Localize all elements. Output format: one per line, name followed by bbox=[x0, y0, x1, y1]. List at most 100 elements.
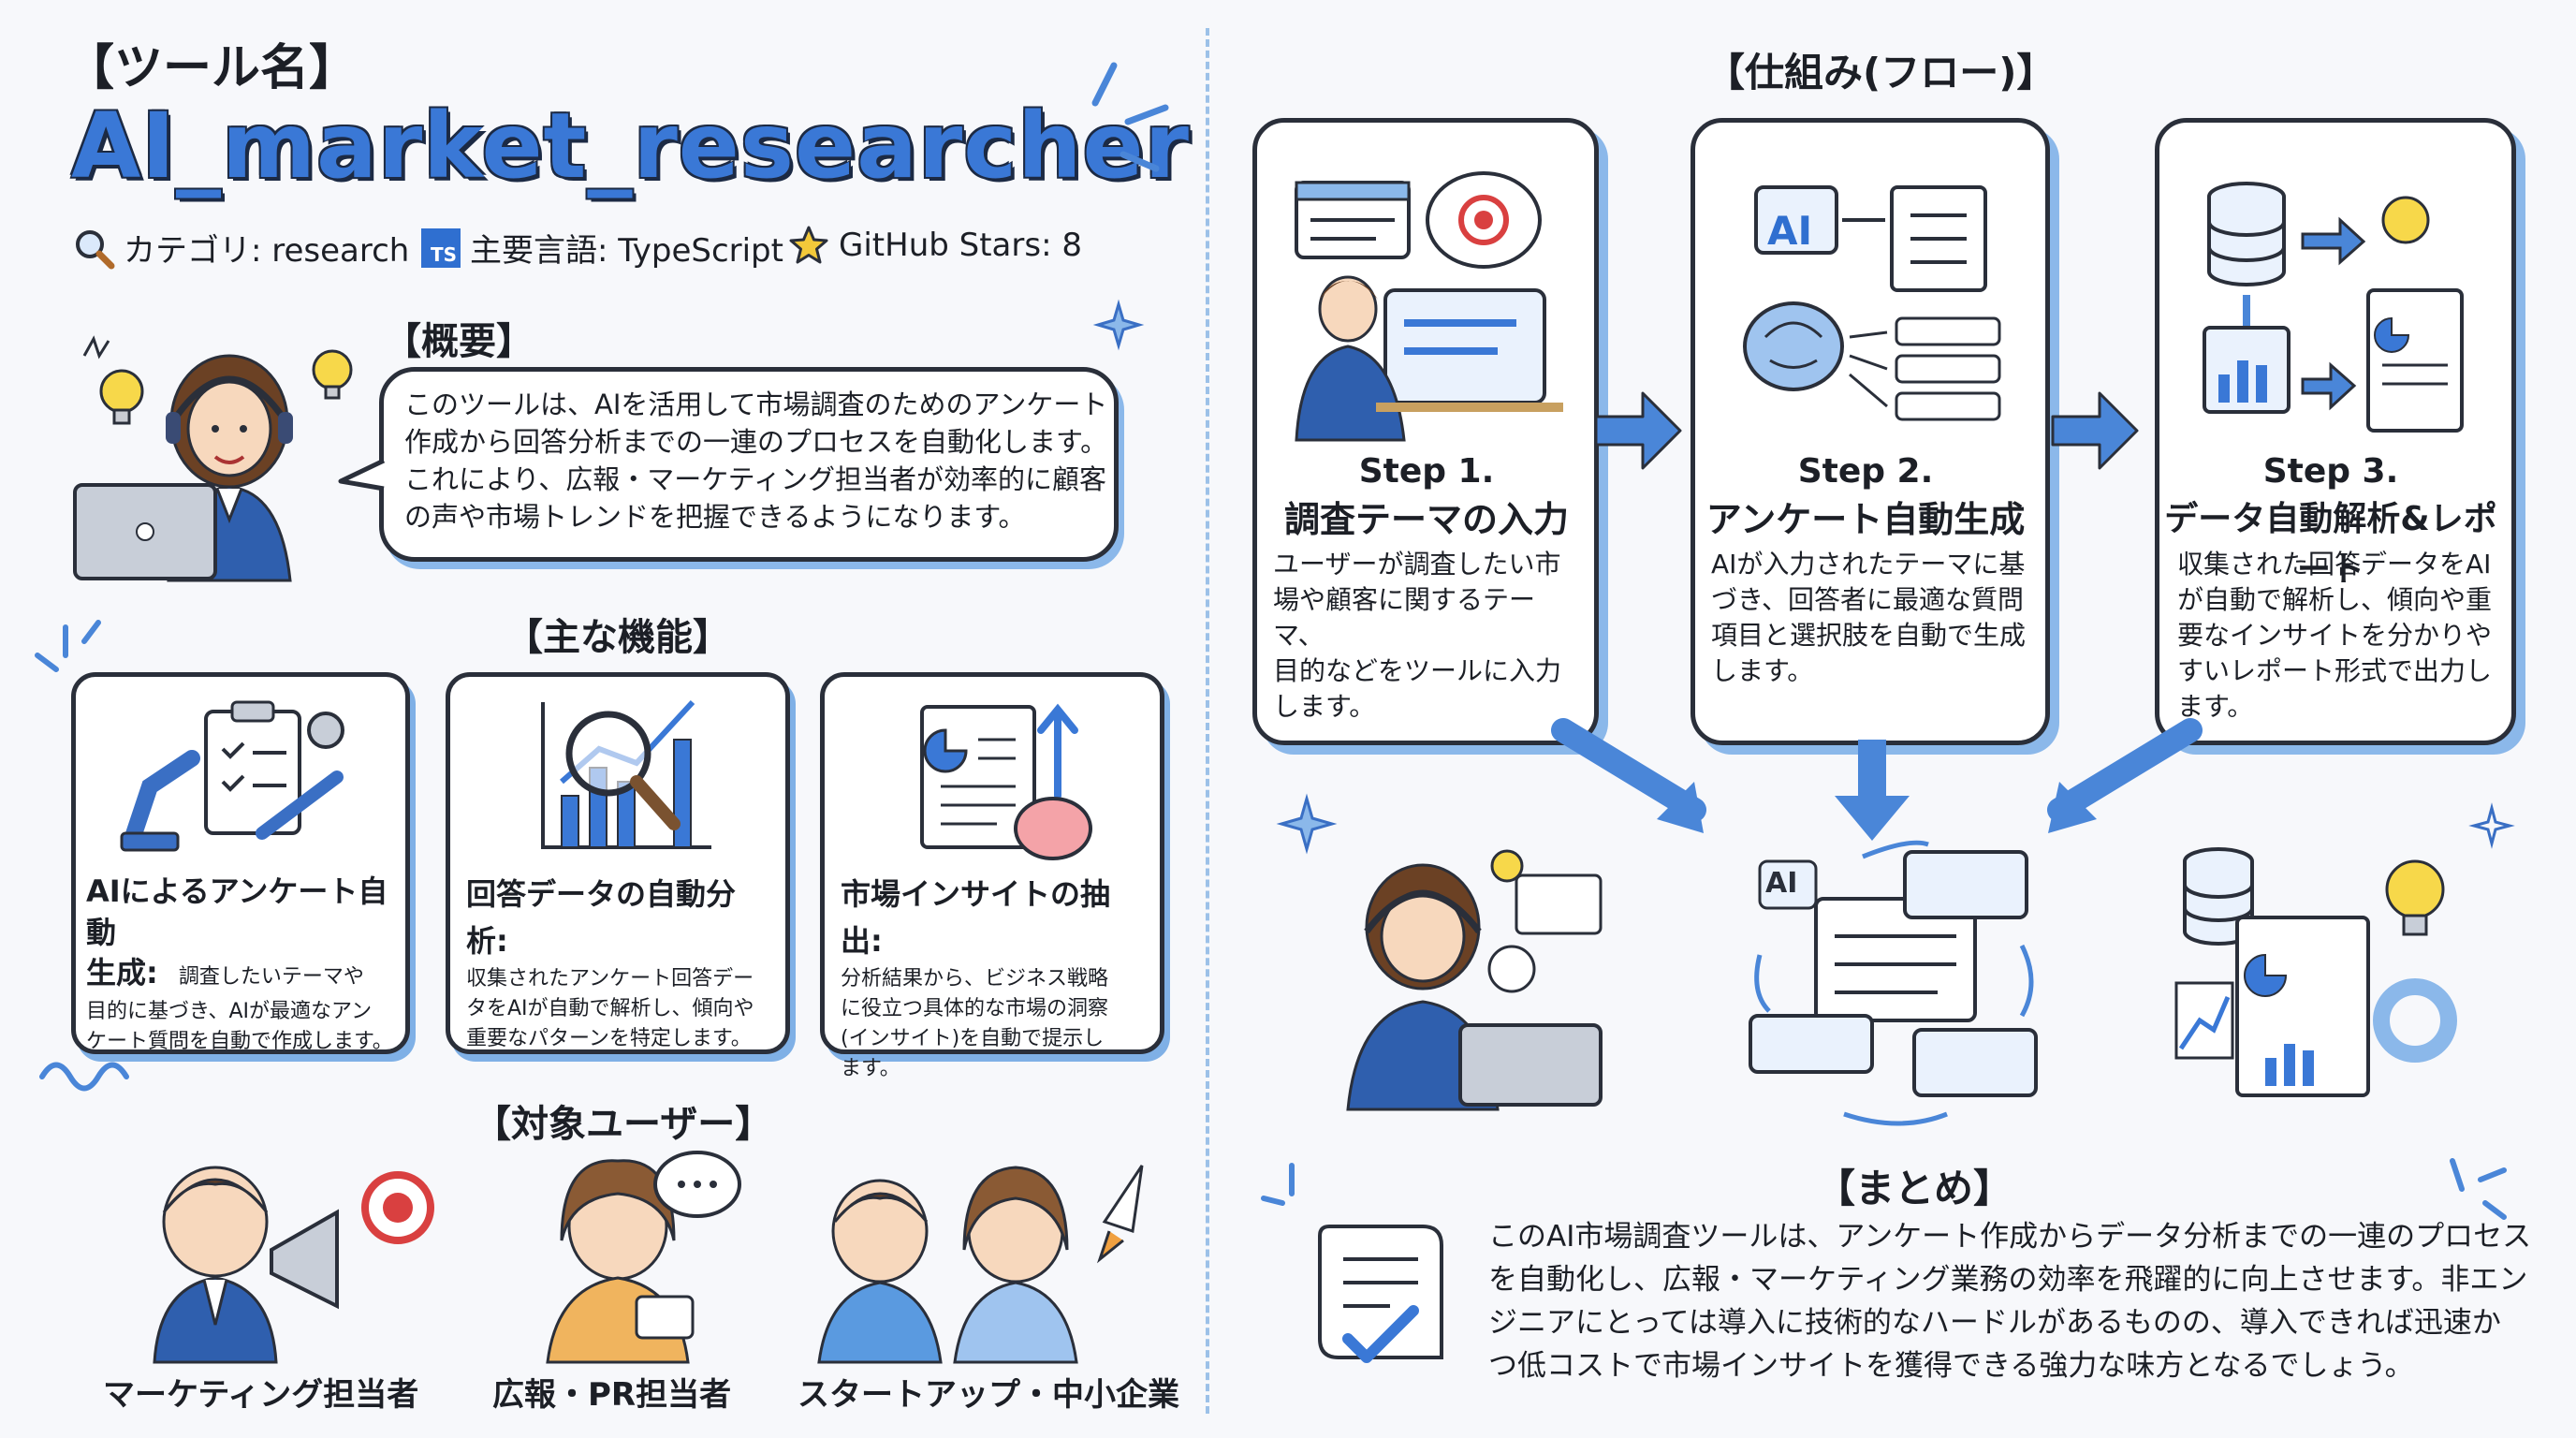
meta-language-text: 主要言語: TypeScript bbox=[470, 232, 783, 270]
step-label: Step 2. bbox=[1797, 452, 1934, 491]
step-card-2 bbox=[1690, 118, 2050, 745]
sparkle-star-icon bbox=[1276, 793, 1338, 855]
feature-desc-line: 目的に基づき、AIが最適なアン bbox=[86, 1000, 373, 1023]
meta-category-text: カテゴリ: research bbox=[124, 232, 410, 270]
feature-title-line: 市場インサイトの抽出: bbox=[841, 876, 1111, 959]
feature-desc-line: に役立つ具体的な市場の洞察 bbox=[841, 997, 1109, 1020]
step-title: データ自動解析&レポート bbox=[2164, 500, 2497, 589]
step2-illustration bbox=[1743, 185, 2001, 421]
step-desc-line: 目的などをツールに入力 bbox=[1273, 655, 1562, 686]
meta-stars-text: GitHub Stars: 8 bbox=[839, 227, 1082, 264]
overview-bubble bbox=[379, 367, 1119, 562]
arrow-right-icon bbox=[2051, 391, 2139, 470]
step-desc-line: 場や顧客に関するテーマ、 bbox=[1273, 584, 1536, 651]
feature-title-line: 回答データの自動分析: bbox=[466, 876, 737, 959]
document-check-icon bbox=[1318, 1225, 1443, 1363]
summary-heading: 【まとめ】 bbox=[1816, 1166, 2013, 1211]
section-divider bbox=[1206, 28, 1209, 1414]
step-desc-line: すいレポート形式で出力し bbox=[2177, 655, 2493, 686]
sparkle-star-icon bbox=[1092, 299, 1145, 351]
step-desc-line: 収集された回答データをAI bbox=[2177, 549, 2492, 580]
accent-lines-icon bbox=[35, 620, 101, 672]
bubble-tail bbox=[338, 458, 386, 492]
operator-illustration bbox=[73, 335, 353, 582]
feature-card-insight bbox=[820, 672, 1164, 1054]
overview-line: の声や市場トレンドを把握できるようになります。 bbox=[404, 501, 1026, 533]
step-desc-line: します。 bbox=[1711, 655, 1814, 686]
feature-desc-line: 重要なパターンを特定します。 bbox=[466, 1027, 752, 1050]
feature-analysis-text: 回答データの自動分析: 収集されたアンケート回答デー タをAIが自動で解析し、傾… bbox=[466, 871, 775, 1054]
tool-name-title: AI_market_researcher bbox=[71, 94, 1190, 198]
overview-text: このツールは、AIを活用して市場調査のためのアンケート 作成から回答分析までの一… bbox=[404, 386, 1107, 536]
features-heading: 【主な機能】 bbox=[505, 616, 730, 659]
summary-line: つ低コストで市場インサイトを獲得できる強力な味方となるでしょう。 bbox=[1488, 1349, 2414, 1383]
marketing-person-illustration bbox=[153, 1166, 434, 1364]
target-users-heading: 【対象ユーザー】 bbox=[474, 1103, 773, 1146]
tool-name-label: 【ツール名】 bbox=[66, 40, 359, 96]
step3-illustration bbox=[2203, 182, 2464, 433]
meta-category: カテゴリ: research bbox=[73, 225, 409, 271]
lightbulb-icon-right bbox=[312, 349, 353, 400]
arrow-right-icon bbox=[1594, 391, 1682, 470]
pr-person-illustration bbox=[546, 1151, 741, 1364]
accent-lines-icon bbox=[2450, 1158, 2507, 1220]
report-brain-icon bbox=[920, 703, 1092, 860]
feature-desc-line: ます。 bbox=[841, 1057, 900, 1080]
summary-line: このAI市場調査ツールは、アンケート作成からデータ分析までの一連のプロセス bbox=[1488, 1220, 2532, 1254]
sparkle-lines-icon bbox=[1091, 62, 1169, 172]
step1-desc: ユーザーが調査したい市 場や顧客に関するテーマ、 目的などをツールに入力 します… bbox=[1273, 547, 1582, 725]
step-desc-line: づき、回答者に最適な質問 bbox=[1711, 584, 2025, 615]
feature-desc-line: (インサイト)を自動で提示し bbox=[841, 1027, 1105, 1050]
step3-desc: 収集された回答データをAI が自動で解析し、傾向や重 要なインサイトを分かりや … bbox=[2177, 547, 2496, 725]
step-label: Step 1. bbox=[1358, 452, 1495, 491]
step2-ai-badge: AI bbox=[1767, 208, 1813, 254]
step-label: Step 3. bbox=[2262, 452, 2399, 491]
overview-line: このツールは、AIを活用して市場調査のためのアンケート bbox=[404, 389, 1108, 420]
accent-lines-icon bbox=[1261, 1163, 1295, 1206]
overview-line: これにより、広報・マーケティング担当者が効率的に顧客 bbox=[404, 463, 1106, 495]
step1-text: Step 1. 調査テーマの入力 bbox=[1269, 449, 1584, 545]
feature-title-line: AIによるアンケート自動 bbox=[86, 873, 388, 950]
converging-arrows bbox=[1551, 718, 2203, 841]
arrow-down-right-icon bbox=[1551, 718, 1706, 822]
meta-stars: GitHub Stars: 8 bbox=[788, 225, 1082, 266]
ai-cycle-illustration bbox=[1749, 840, 2038, 1126]
summary-line: を自動化し、広報・マーケティング業務の効率を飛躍的に向上させます。非エン bbox=[1488, 1263, 2528, 1297]
robot-arm-survey-icon bbox=[120, 700, 344, 852]
overview-line: 作成から回答分析までの一連のプロセスを自動化します。 bbox=[404, 426, 1108, 458]
sparkle-star-icon bbox=[2468, 802, 2515, 849]
feature-title-line: 生成: bbox=[86, 955, 158, 990]
step-desc-line: 項目と選択肢を自動で生成 bbox=[1711, 620, 2027, 651]
summary-line: ジニアにとっては導入に技術的なハードルがあるものの、導入できれば迅速か bbox=[1488, 1306, 2501, 1340]
arrow-down-left-icon bbox=[2047, 718, 2203, 822]
startup-team-illustration bbox=[817, 1165, 1144, 1364]
meta-language: TS 主要言語: TypeScript bbox=[421, 225, 783, 271]
overview-heading: 【概要】 bbox=[384, 320, 534, 363]
target-user-label: 広報・PR担当者 bbox=[492, 1376, 732, 1414]
step-desc-line: AIが入力されたテーマに基 bbox=[1711, 549, 2026, 580]
squiggle-icon bbox=[39, 1062, 129, 1092]
summary-text: このAI市場調査ツールは、アンケート作成からデータ分析までの一連のプロセス を自… bbox=[1488, 1215, 2537, 1387]
magnifier-icon bbox=[76, 229, 115, 269]
step-desc-line: が自動で解析し、傾向や重 bbox=[2177, 584, 2493, 615]
typescript-icon-text: TS bbox=[430, 242, 457, 266]
step-desc-line: ます。 bbox=[2177, 691, 2254, 722]
step2-text: Step 2. アンケート自動生成 bbox=[1704, 449, 2027, 545]
chart-magnifier-icon bbox=[541, 699, 711, 849]
star-icon bbox=[789, 226, 828, 264]
target-user-label: スタートアップ・中小企業 bbox=[798, 1376, 1179, 1414]
step-desc-line: します。 bbox=[1273, 691, 1376, 722]
analyst-illustration bbox=[1346, 849, 1603, 1111]
typescript-icon: TS bbox=[421, 227, 461, 268]
step1-illustration bbox=[1295, 171, 1563, 442]
step-desc-line: 要なインサイトを分かりや bbox=[2177, 620, 2493, 651]
lightbulb-icon bbox=[99, 369, 144, 425]
step-title: アンケート自動生成 bbox=[1705, 499, 2026, 540]
feature-desc-line: 調査したいテーマや bbox=[178, 965, 364, 989]
step3-text: Step 3. データ自動解析&レポート bbox=[2160, 449, 2501, 595]
step-title: 調査テーマの入力 bbox=[1283, 499, 1569, 540]
ai-cycle-badge: AI bbox=[1765, 867, 1798, 900]
feature-insight-text: 市場インサイトの抽出: 分析結果から、ビジネス戦略 に役立つ具体的な市場の洞察 … bbox=[841, 871, 1149, 1084]
feature-desc-line: ケート質問を自動で作成します。 bbox=[86, 1030, 393, 1053]
step2-desc: AIが入力されたテーマに基 づき、回答者に最適な質問 項目と選択肢を自動で生成 … bbox=[1711, 547, 2029, 689]
